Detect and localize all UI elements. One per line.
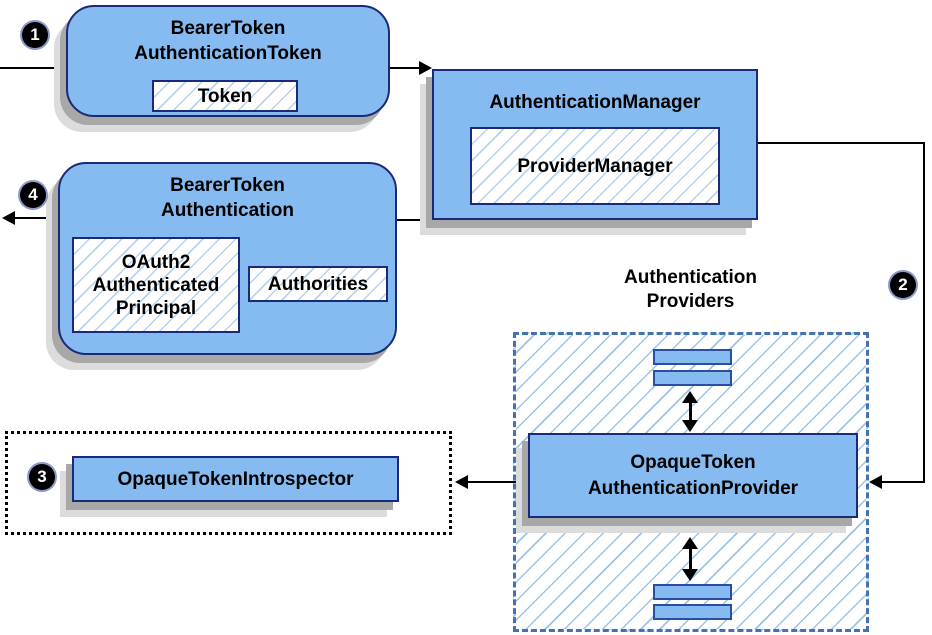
step-1-badge: 1 xyxy=(22,22,48,48)
step-3-badge: 3 xyxy=(29,464,55,490)
feedback-line-top xyxy=(758,142,925,144)
authentication-manager-title: AuthenticationManager xyxy=(489,92,701,113)
opaque-token-authentication-provider-line2: AuthenticationProvider xyxy=(587,477,799,499)
opaque-token-authentication-provider-line1: OpaqueToken xyxy=(630,451,756,473)
provider-manager-box: ProviderManager xyxy=(470,127,720,205)
authentication-out-line xyxy=(15,217,58,219)
step-4-badge: 4 xyxy=(20,182,46,208)
token-box: Token xyxy=(152,80,298,112)
token-label: Token xyxy=(197,85,253,107)
provider-manager-label: ProviderManager xyxy=(517,155,673,177)
step-1-number: 1 xyxy=(30,25,40,44)
oauth2-authenticated-principal-box: OAuth2 Authenticated Principal xyxy=(72,237,240,333)
opaque-token-introspector-box: OpaqueTokenIntrospector xyxy=(72,456,399,502)
provider-list-bar xyxy=(653,370,732,386)
provider-to-introspector-line xyxy=(468,481,528,483)
authentication-providers-label: Authentication Providers xyxy=(588,266,793,314)
provider-list-bar xyxy=(653,584,732,600)
double-arrow-icon xyxy=(682,391,698,432)
step-2-number: 2 xyxy=(898,275,908,294)
incoming-request-line xyxy=(0,67,66,69)
provider-list-bar xyxy=(653,349,732,365)
authentication-providers-label-line1: Authentication xyxy=(624,267,757,288)
bearer-token-authentication-title-line1: BearerToken xyxy=(170,175,285,196)
arrowhead-down-icon xyxy=(682,569,698,581)
oauth2-authenticated-principal-line3: Principal xyxy=(115,297,197,319)
arrowhead-left-icon xyxy=(455,475,468,489)
authorities-label: Authorities xyxy=(267,273,369,295)
arrowhead-right-icon xyxy=(419,61,432,75)
arrowhead-left-icon xyxy=(2,211,15,225)
bearer-token-authentication-token-title-line2: AuthenticationToken xyxy=(134,43,322,64)
arrowhead-up-icon xyxy=(682,537,698,549)
arrow-stem xyxy=(688,400,692,423)
arrowhead-down-icon xyxy=(682,420,698,432)
arrowhead-left-icon xyxy=(869,475,882,489)
oauth2-authenticated-principal-line1: OAuth2 xyxy=(121,251,191,273)
arrow-stem xyxy=(688,546,692,572)
step-4-number: 4 xyxy=(28,185,38,204)
authorities-box: Authorities xyxy=(248,266,388,302)
feedback-line-vertical xyxy=(923,142,925,483)
bearer-token-authentication-token-title-line1: BearerToken xyxy=(170,18,286,39)
authentication-providers-label-line2: Providers xyxy=(646,291,735,312)
arrowhead-up-icon xyxy=(682,391,698,403)
opaque-token-authentication-provider-box: OpaqueToken AuthenticationProvider xyxy=(528,433,858,518)
step-3-number: 3 xyxy=(37,467,47,486)
oauth2-authenticated-principal-line2: Authenticated xyxy=(92,274,220,296)
token-to-manager-line xyxy=(390,67,420,69)
double-arrow-icon xyxy=(682,537,698,581)
manager-to-authentication-line xyxy=(397,219,432,221)
step-2-badge: 2 xyxy=(890,272,916,298)
bearer-token-authentication-title-line2: Authentication xyxy=(161,200,294,221)
opaque-token-introspector-label: OpaqueTokenIntrospector xyxy=(117,468,354,490)
feedback-line-bottom xyxy=(882,481,925,483)
provider-list-bar xyxy=(653,604,732,620)
